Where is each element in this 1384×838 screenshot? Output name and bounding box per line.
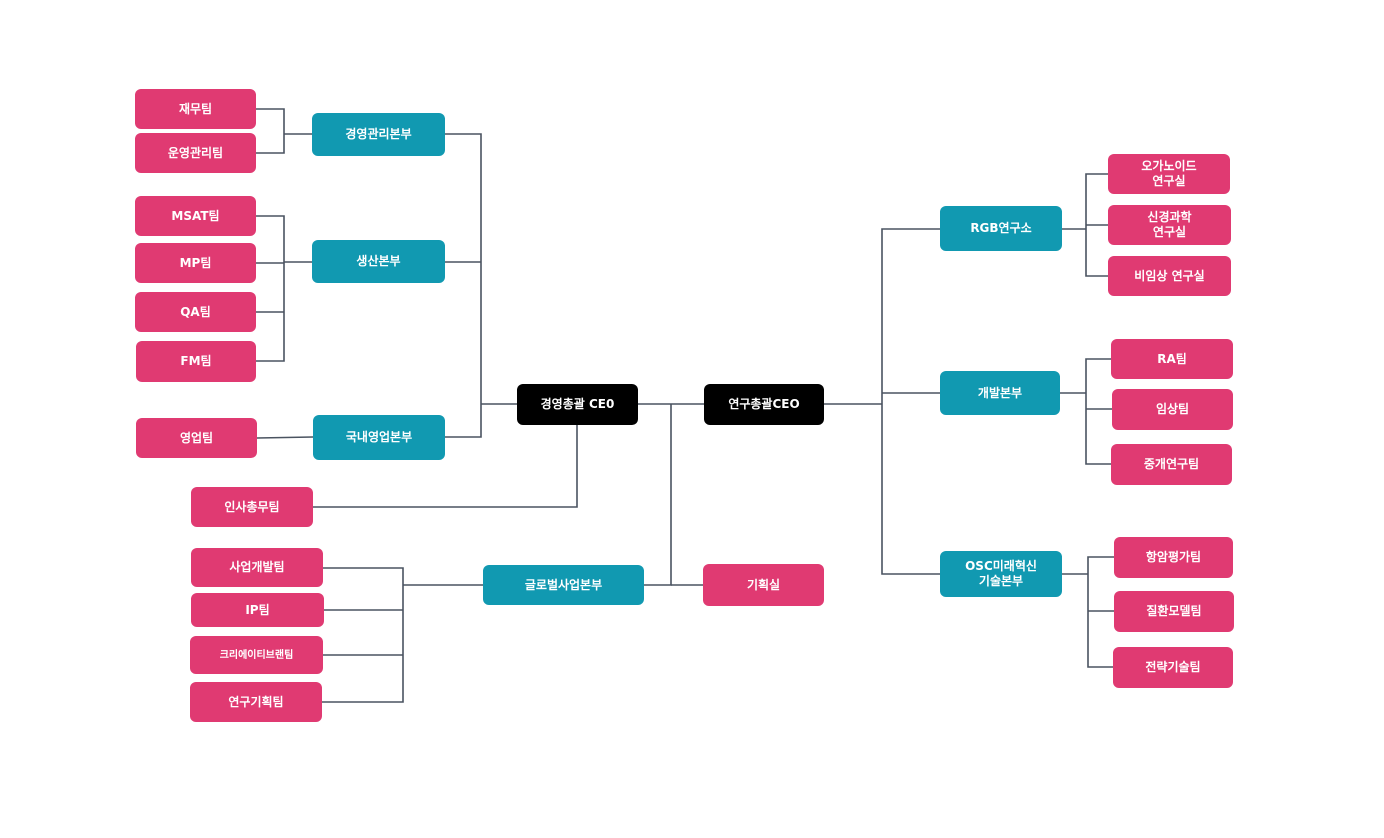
research-ceo-box: 연구총괄CEO <box>704 384 824 425</box>
strategy-tech-team-box: 전략기술팀 <box>1113 647 1233 688</box>
ip-team-box: IP팀 <box>191 593 324 627</box>
organoid-lab-box: 오가노이드 연구실 <box>1108 154 1230 194</box>
management-hq-box: 경영관리본부 <box>312 113 445 156</box>
biz-dev-team-box: 사업개발팀 <box>191 548 323 587</box>
planning-office-box: 기획실 <box>703 564 824 606</box>
development-hq-box: 개발본부 <box>940 371 1060 415</box>
disease-model-team-box: 질환모델팀 <box>1114 591 1234 632</box>
translational-team-box: 중개연구팀 <box>1111 444 1232 485</box>
hr-team-box: 인사총무팀 <box>191 487 313 527</box>
nonclinical-lab-box: 비임상 연구실 <box>1108 256 1231 296</box>
clinical-team-box: 임상팀 <box>1112 389 1233 430</box>
research-planning-team-box: 연구기획팀 <box>190 682 322 722</box>
fm-team-box: FM팀 <box>136 341 256 382</box>
ra-team-box: RA팀 <box>1111 339 1233 379</box>
production-hq-box: 생산본부 <box>312 240 445 283</box>
qa-team-box: QA팀 <box>135 292 256 332</box>
operations-team-box: 운영관리팀 <box>135 133 256 173</box>
finance-team-box: 재무팀 <box>135 89 256 129</box>
global-business-hq-box: 글로벌사업본부 <box>483 565 644 605</box>
creative-brand-team-box: 크리에이티브랜팀 <box>190 636 323 674</box>
management-ceo-box: 경영총괄 CE0 <box>517 384 638 425</box>
domestic-sales-hq-box: 국내영업본부 <box>313 415 445 460</box>
neuro-lab-box: 신경과학 연구실 <box>1108 205 1231 245</box>
drug-eval-team-box: 항암평가팀 <box>1114 537 1233 578</box>
osc-hq-box: OSC미래혁신 기술본부 <box>940 551 1062 597</box>
mp-team-box: MP팀 <box>135 243 256 283</box>
sales-team-box: 영업팀 <box>136 418 257 458</box>
rgb-institute-box: RGB연구소 <box>940 206 1062 251</box>
msat-team-box: MSAT팀 <box>135 196 256 236</box>
